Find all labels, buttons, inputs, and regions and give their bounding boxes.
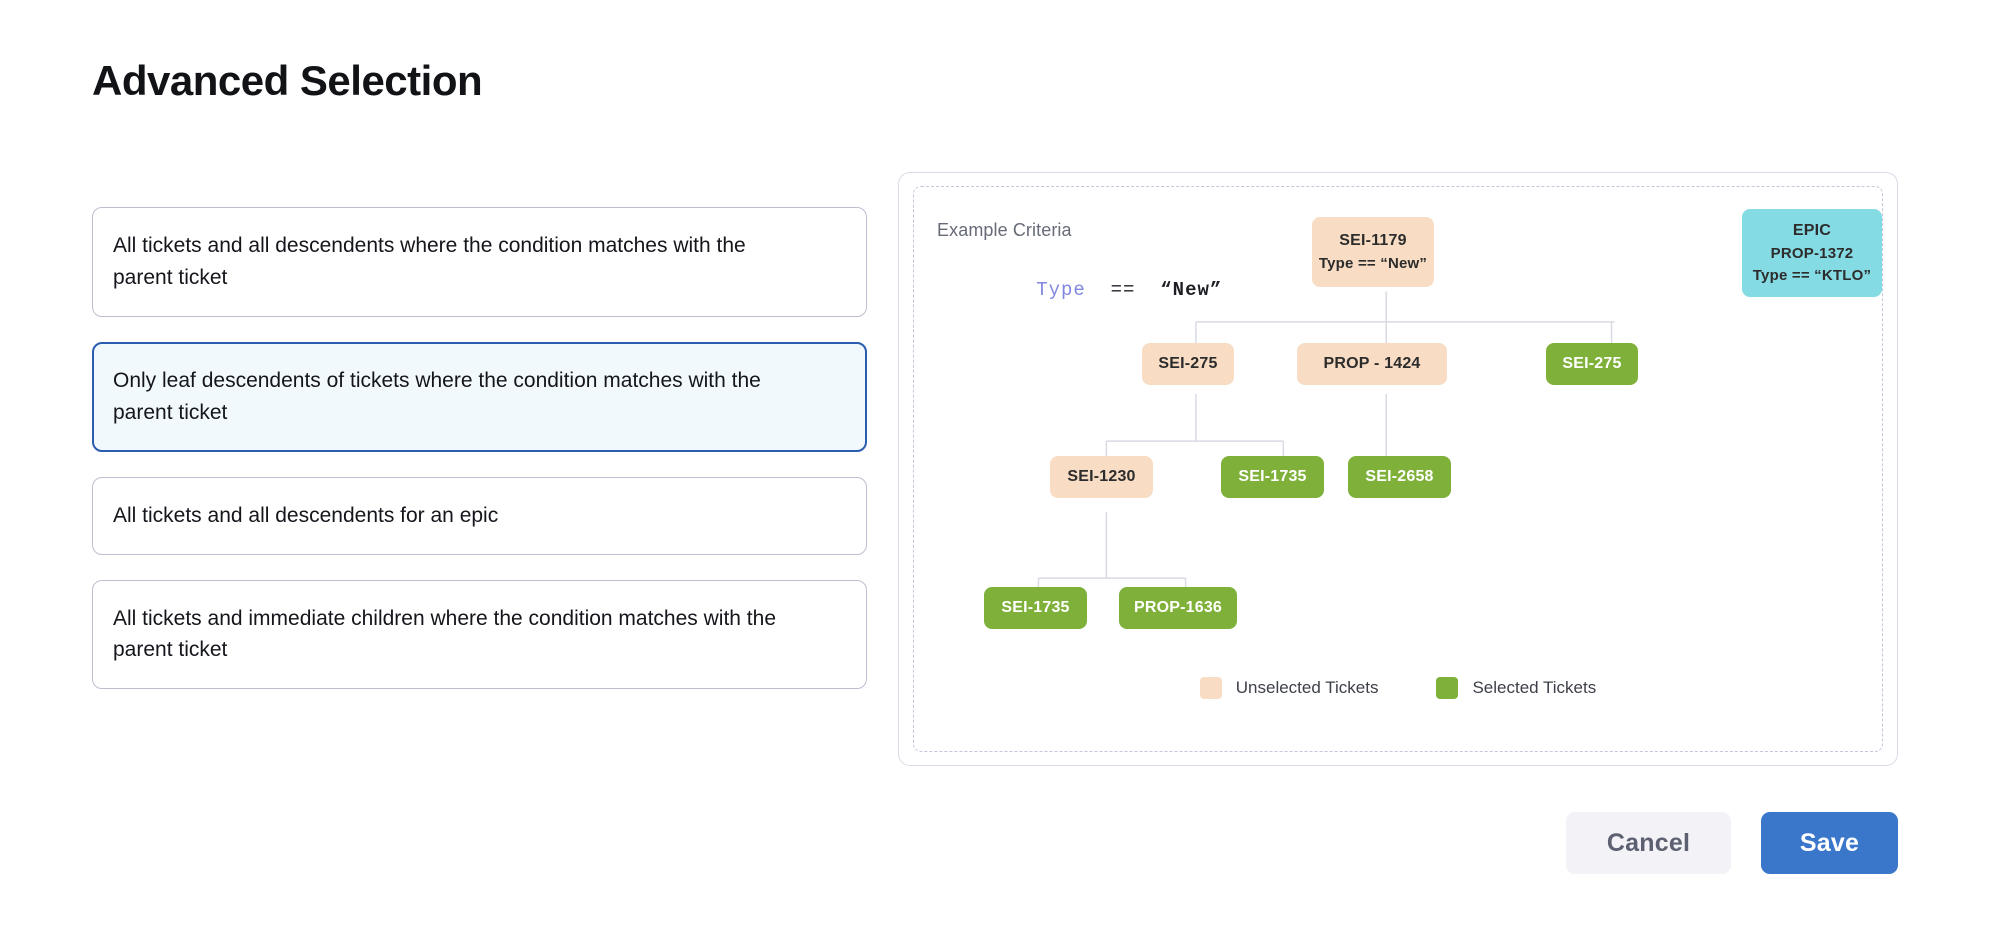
option-label: All tickets and all descendents where th… [113, 234, 746, 289]
tree-node-sei-275-a[interactable]: SEI-275 [1142, 343, 1234, 385]
diagram-dashed-frame: Example Criteria Type == “New” [913, 186, 1883, 752]
node-title: PROP - 1424 [1323, 355, 1421, 372]
tree-node-prop-1424[interactable]: PROP - 1424 [1297, 343, 1447, 385]
node-title: SEI-2658 [1365, 468, 1434, 485]
example-criteria-expression: Type == “New” [937, 257, 1222, 323]
legend-item-selected: Selected Tickets [1436, 677, 1596, 699]
option-label: All tickets and all descendents for an e… [113, 503, 499, 527]
node-title: SEI-1735 [1001, 599, 1070, 616]
save-button[interactable]: Save [1761, 812, 1898, 874]
option-label: All tickets and immediate children where… [113, 606, 776, 662]
legend-swatch-selected [1436, 677, 1459, 699]
criteria-operator: == [1110, 279, 1136, 301]
tree-node-sei-275-b[interactable]: SEI-275 [1546, 343, 1638, 385]
node-title: SEI-1179 [1339, 231, 1407, 249]
option-card-leaf-descendents-condition[interactable]: Only leaf descendents of tickets where t… [92, 341, 867, 452]
node-title: SEI-1735 [1238, 468, 1307, 485]
node-title: SEI-1230 [1067, 468, 1136, 485]
legend-label: Unselected Tickets [1235, 678, 1379, 697]
node-title: PROP-1636 [1133, 599, 1223, 616]
node-title: SEI-275 [1158, 355, 1218, 372]
legend-swatch-unselected [1199, 677, 1222, 699]
tree-node-sei-2658[interactable]: SEI-2658 [1348, 456, 1451, 498]
node-title: EPIC [1792, 221, 1832, 239]
node-detail: Type == “KTLO” [1752, 267, 1872, 284]
option-card-all-descendents-condition[interactable]: All tickets and all descendents where th… [92, 207, 867, 317]
legend-item-unselected: Unselected Tickets [1199, 677, 1379, 699]
dialog-footer: Cancel Save [1566, 812, 1898, 874]
example-diagram-panel: Example Criteria Type == “New” [898, 172, 1898, 766]
page-title: Advanced Selection [92, 57, 483, 104]
example-criteria-label: Example Criteria [937, 220, 1072, 240]
node-subtitle: Type == “New” [1318, 254, 1428, 272]
tree-node-sei-1735-a[interactable]: SEI-1735 [1221, 456, 1324, 498]
criteria-field: Type [1036, 279, 1086, 301]
option-card-all-descendents-epic[interactable]: All tickets and all descendents for an e… [92, 476, 867, 555]
tree-node-sei-1230[interactable]: SEI-1230 [1050, 456, 1153, 498]
option-card-immediate-children-condition[interactable]: All tickets and immediate children where… [92, 579, 867, 690]
tree-node-prop-1636[interactable]: PROP-1636 [1119, 587, 1237, 629]
diagram-legend: Unselected Tickets Selected Tickets [914, 677, 1882, 699]
legend-label: Selected Tickets [1472, 678, 1597, 697]
tree-node-sei-1735-b[interactable]: SEI-1735 [984, 587, 1087, 629]
node-subtitle: PROP-1372 [1770, 244, 1854, 262]
node-title: SEI-275 [1562, 355, 1622, 372]
criteria-value: “New” [1160, 279, 1223, 301]
cancel-button[interactable]: Cancel [1566, 812, 1731, 874]
option-label: Only leaf descendents of tickets where t… [113, 368, 761, 424]
option-list: All tickets and all descendents where th… [92, 207, 867, 690]
